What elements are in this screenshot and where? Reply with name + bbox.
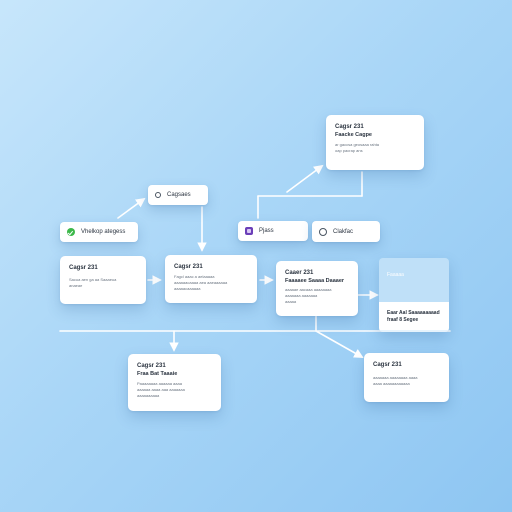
card-title: Cagsr 231: [137, 363, 166, 369]
highlight-card-header-text: Faaaaa: [387, 272, 404, 278]
card-text-line: Fagcl aaac a aelaaaaa: [174, 274, 215, 279]
card-subtitle: Faaaaee Saaaa Daaaer: [285, 278, 345, 284]
card-text-line: oap pacrap ans: [335, 148, 363, 153]
highlight-card[interactable]: Faaaaa Eaar Aal Saaaaaaaaad fraaf 8 Sege…: [379, 258, 449, 332]
card-title: Cagsr 231: [69, 265, 98, 271]
card-text-line: aaaaaa aaaa aaa aaaaaaa: [137, 387, 185, 392]
pill-label: Cagsaes: [167, 192, 191, 198]
card-text-line: anaeae: [69, 283, 83, 288]
highlight-card-body: Eaar Aal Saaaaaaaaad fraaf 8 Segee: [379, 302, 449, 330]
pill-node-left[interactable]: Vhelkop ategess: [60, 222, 138, 242]
pill-node-top-center[interactable]: Cagsaes: [148, 185, 208, 205]
card-title: Caaer 231: [285, 270, 314, 276]
card-text-line: aaaaaaaaaa: [137, 393, 160, 398]
circle-icon: [155, 192, 161, 198]
pill-label: Pjass: [259, 228, 274, 234]
card-text-line: aaaaaacaaaa aea aaeaaaaaa: [174, 280, 228, 285]
square-app-icon: [245, 227, 253, 235]
card-title: Cagsr 231: [335, 124, 364, 130]
connector-leftpill-toppill: [117, 197, 146, 219]
card-text-line: aaaaa: [285, 299, 297, 304]
connector-diag-topright: [286, 164, 324, 193]
pill-label: Clakfac: [333, 228, 354, 235]
card-text-line: aaaaacaaaaaa: [174, 286, 201, 291]
card-text-line: Sacua aen ga aa Saaaeua: [69, 277, 117, 282]
pill-node-right[interactable]: Clakfac: [312, 221, 380, 242]
card-text-line: aaaaaaa aaaaaaaa aaaa: [373, 375, 418, 380]
pill-label: Vhelkop ategess: [81, 229, 126, 235]
check-circle-icon: [67, 228, 75, 236]
card-text-line: ar gaccsa geosaaa rahta: [335, 142, 380, 147]
card-subtitle: Fraa Bat Taaaie: [137, 371, 178, 377]
card-text-line: aaaaae aacaaa aaaaaaaa: [285, 287, 332, 292]
card-text-line: Paaaaaaaa aaaaaa aaaa: [137, 381, 182, 386]
connector-to-bottomright: [315, 330, 364, 358]
pill-node-middle[interactable]: Pjass: [238, 221, 308, 241]
process-card-left[interactable]: Cagsr 231 Sacua aen ga aa Saaaeua anaeae: [60, 256, 146, 304]
process-card-bottom-right[interactable]: Cagsr 231 aaaaaaa aaaaaaaa aaaa aaaa aaa…: [364, 353, 449, 402]
card-text-line: aaaa aaaaaaaaaaaa: [373, 381, 410, 386]
process-card-top-right[interactable]: Cagsr 231 Faacke Cagpe ar gaccsa geosaaa…: [326, 115, 424, 170]
card-title: Cagsr 231: [373, 362, 402, 368]
process-card-center[interactable]: Cagsr 231 Fagcl aaac a aelaaaaa aaaaaaca…: [165, 255, 257, 303]
card-subtitle: Faacke Cagpe: [335, 132, 372, 138]
circle-icon: [319, 227, 327, 236]
highlight-card-line: Eaar Aal Saaaaaaaaad: [387, 310, 440, 316]
highlight-card-header: Faaaaa: [379, 258, 449, 302]
process-card-bottom-left[interactable]: Cagsr 231 Fraa Bat Taaaie Paaaaaaaa aaaa…: [128, 354, 221, 411]
process-card-center-right[interactable]: Caaer 231 Faaaaee Saaaa Daaaer aaaaae aa…: [276, 261, 358, 316]
card-text-line: aaaaaaa aaaaaaa: [285, 293, 318, 298]
card-title: Cagsr 231: [174, 264, 203, 270]
highlight-card-line: fraaf 8 Segee: [387, 317, 419, 323]
